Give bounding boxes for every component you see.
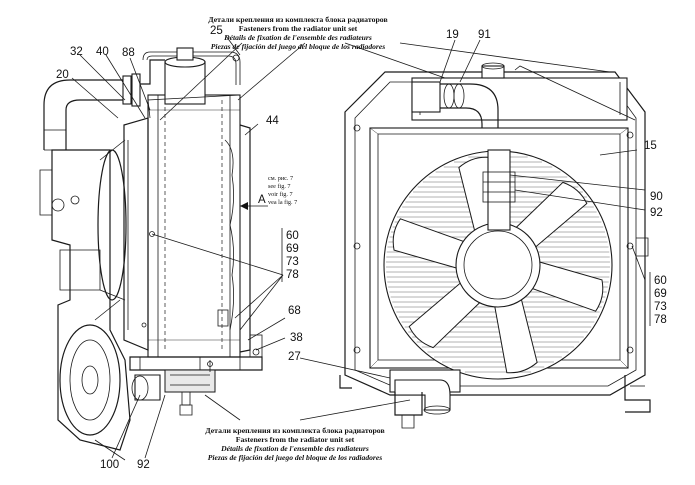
fan-blade <box>514 181 588 249</box>
callout-92-right: 92 <box>650 207 663 219</box>
callout-group-right: 60 69 73 78 <box>649 272 667 326</box>
callout-32: 32 <box>70 46 83 58</box>
callout-100: 100 <box>100 459 119 471</box>
bottom-note-fr: Détails de fixation de l'ensemble des ra… <box>220 444 369 453</box>
callout-19: 19 <box>446 29 459 41</box>
callout-92-bottom: 92 <box>137 459 150 471</box>
group-left-item: 60 <box>286 230 299 242</box>
fan-blade <box>392 218 466 270</box>
bottom-note-es: Piezas de fijación del juego del bloque … <box>208 453 382 462</box>
bottom-fastener-note: Детали крепления из комплекта блока ради… <box>205 426 384 462</box>
group-right-item: 69 <box>654 288 667 300</box>
engine-side-view <box>39 47 263 461</box>
view-ref-en: see fig. 7 <box>268 183 291 190</box>
callout-91: 91 <box>478 29 491 41</box>
view-ref-es: vea la fig. 7 <box>268 199 297 206</box>
callout-25: 25 <box>210 25 223 37</box>
callout-90: 90 <box>650 191 663 203</box>
group-right-item: 73 <box>654 301 667 313</box>
callout-27: 27 <box>288 351 301 363</box>
view-ref-fr: voir fig. 7 <box>268 191 293 198</box>
fan-blade <box>493 297 538 374</box>
group-right-item: 60 <box>654 275 667 287</box>
top-fastener-note: Детали крепления из комплекта блока ради… <box>208 15 387 51</box>
radiator-front-view <box>339 62 651 429</box>
view-reference: см. рис. 7 see fig. 7 voir fig. 7 vea la… <box>258 175 297 206</box>
callout-44: 44 <box>266 115 279 127</box>
leader-lines <box>71 35 646 459</box>
callout-15: 15 <box>644 140 657 152</box>
view-letter: A <box>258 194 266 206</box>
callout-20: 20 <box>56 69 69 81</box>
group-left-item: 73 <box>286 256 299 268</box>
top-note-en: Fasteners from the radiator unit set <box>239 24 358 33</box>
fan-blade <box>408 281 482 349</box>
top-note-ru: Детали крепления из комплекта блока ради… <box>208 15 387 24</box>
fan-blade <box>530 260 604 312</box>
top-note-fr: Détails de fixation de l'ensemble des ra… <box>223 33 372 42</box>
group-right-item: 78 <box>654 314 667 326</box>
top-note-es: Piezas de fijación del juego del bloque … <box>211 42 385 51</box>
group-left-item: 78 <box>286 269 299 281</box>
callout-88: 88 <box>122 47 135 59</box>
callout-68: 68 <box>288 305 301 317</box>
callout-group-left: 60 69 73 78 <box>281 228 299 282</box>
view-ref-ru: см. рис. 7 <box>268 175 293 182</box>
callout-40: 40 <box>96 46 109 58</box>
bottom-note-en: Fasteners from the radiator unit set <box>236 435 355 444</box>
callout-38: 38 <box>290 332 303 344</box>
bottom-note-ru: Детали крепления из комплекта блока ради… <box>205 426 384 435</box>
group-left-item: 69 <box>286 243 299 255</box>
callout-numbers: 20 32 40 88 25 44 19 91 15 90 92 68 38 2… <box>56 25 663 471</box>
